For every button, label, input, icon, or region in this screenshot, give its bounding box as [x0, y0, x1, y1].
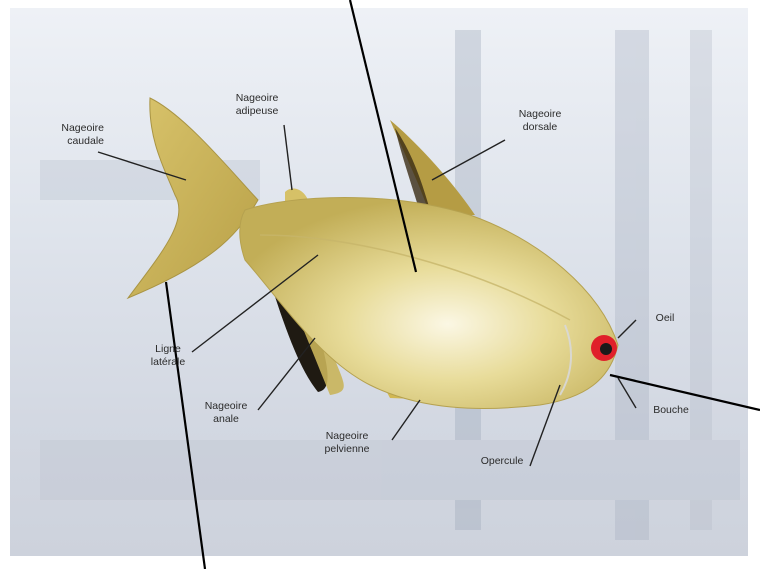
fish-body: [240, 198, 618, 409]
label-ligne-laterale: Ligne latérale: [138, 343, 198, 369]
label-nageoire-pelvienne: Nageoire pelvienne: [302, 430, 392, 456]
label-nageoire-dorsale: Nageoire dorsale: [500, 108, 580, 134]
label-bouche: Bouche: [636, 404, 706, 417]
label-nageoire-caudale: Nageoire caudale: [24, 122, 104, 148]
label-nageoire-anale: Nageoire anale: [186, 400, 266, 426]
label-opercule: Opercule: [462, 455, 542, 468]
label-nageoire-adipeuse: Nageoire adipeuse: [212, 92, 302, 118]
label-oeil: Oeil: [640, 312, 690, 325]
